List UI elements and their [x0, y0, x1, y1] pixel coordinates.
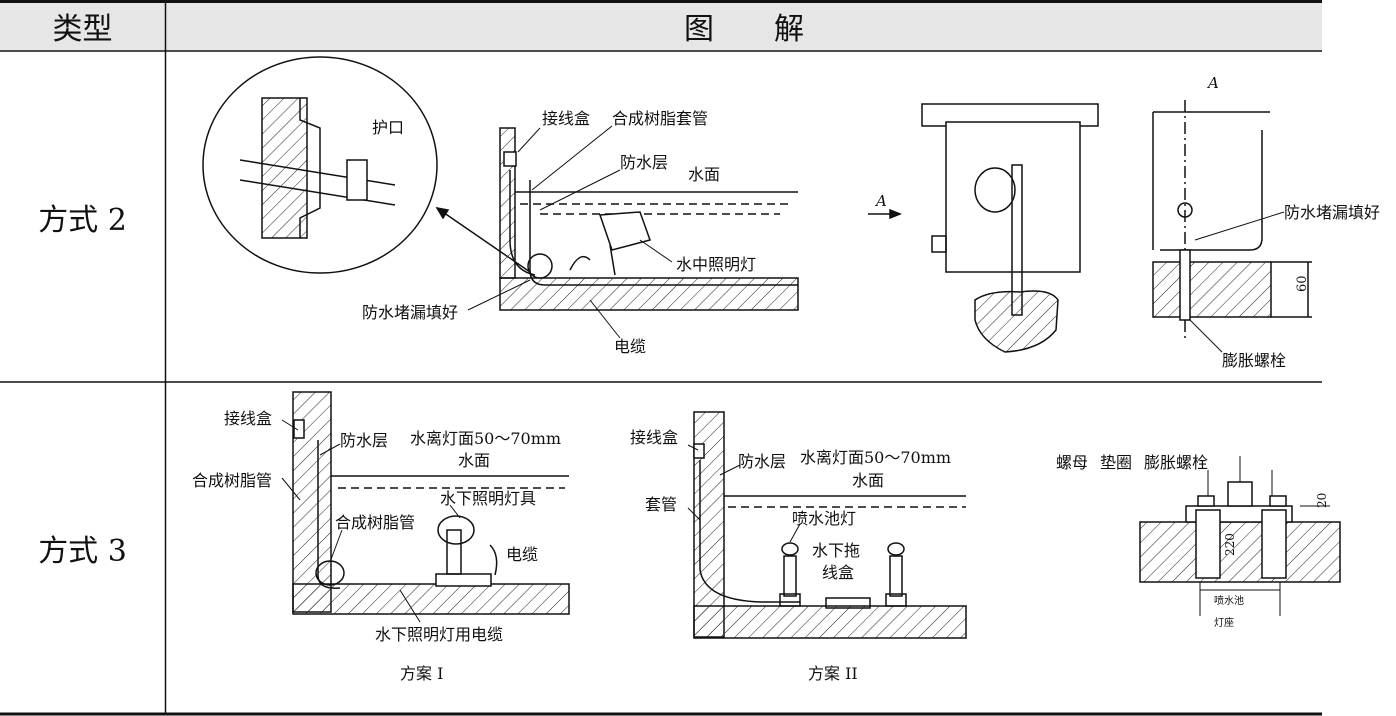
label-waterproof-layer: 防水层: [620, 153, 668, 172]
label-exp-bolt: 膨胀螺栓: [1144, 453, 1208, 472]
label-p2-under-box2: 线盒: [822, 563, 854, 582]
label-s3-junction-box: 接线盒: [224, 409, 272, 428]
label-p2-water-surface: 水面: [852, 471, 884, 490]
label-s3-water-gap: 水离灯面50～70mm: [410, 429, 561, 448]
pool-section-plan2: [693, 411, 967, 639]
header-diagram: 图 解: [166, 2, 1322, 50]
label-dim-20: 20: [1315, 493, 1329, 508]
label-plan2: 方案 II: [808, 664, 858, 683]
label-s3-waterproof: 防水层: [340, 431, 388, 450]
plan1-leaders: [281, 419, 461, 623]
label-foot2: 灯座: [1214, 616, 1234, 629]
label-p2-waterproof: 防水层: [738, 452, 786, 471]
table-grid: [0, 0, 1322, 716]
mode2-leaders: [467, 125, 673, 339]
detail-circle: [202, 56, 531, 274]
bolt-detail: [1139, 456, 1341, 616]
label-p2-junction-box: 接线盒: [630, 428, 678, 447]
label-s3-water-surface: 水面: [458, 451, 490, 470]
row-type-mode2: 方式 2: [38, 203, 127, 238]
label-cable: 电缆: [614, 337, 646, 356]
plan2-leaders: [687, 444, 801, 543]
label-water-surface: 水面: [688, 165, 720, 184]
label-underwater-lamp: 水中照明灯: [676, 255, 756, 274]
diagram-table: 类型 图 解 方式 2 方式 3: [0, 2, 1322, 569]
lamp-front-view: [868, 103, 1099, 353]
label-s3-lamp-fixture: 水下照明灯具: [440, 489, 536, 508]
label-p2-fountain-lamp: 喷水池灯: [792, 509, 856, 528]
label-dim-60: 60: [1295, 275, 1310, 292]
label-s3-resin-pipe: 合成树脂管: [192, 471, 272, 490]
label-view-a: A: [1206, 74, 1219, 92]
label-resin-sleeve: 合成树脂套管: [612, 109, 708, 128]
pool-section-plan1: [292, 391, 570, 615]
label-nut: 螺母: [1056, 453, 1088, 472]
header-type: 类型: [0, 2, 165, 50]
label-junction-box: 接线盒: [542, 109, 590, 128]
label-p2-under-box1: 水下拖: [812, 541, 860, 560]
lamp-side-view: [1152, 100, 1312, 353]
label-foot1: 喷水池: [1214, 594, 1244, 607]
label-arrow-a: A: [874, 192, 887, 210]
label-seal-leak-right: 防水堵漏填好: [1284, 203, 1380, 222]
label-seal-leak: 防水堵漏填好: [362, 303, 458, 322]
row-type-mode3: 方式 3: [38, 534, 127, 569]
label-p2-water-gap: 水离灯面50～70mm: [800, 448, 951, 467]
label-expansion-bolt: 膨胀螺栓: [1222, 351, 1286, 370]
label-p2-sleeve: 套管: [645, 495, 677, 514]
label-s3-cable: 电缆: [506, 545, 538, 564]
label-hukou: 护口: [372, 118, 404, 137]
pool-section-mode2: [499, 127, 799, 311]
label-s3-resin-pipe2: 合成树脂管: [335, 513, 415, 532]
label-washer: 垫圈: [1100, 453, 1132, 472]
label-plan1: 方案 I: [400, 664, 443, 683]
label-dim-220: 220: [1223, 533, 1237, 556]
label-s3-lamp-cable: 水下照明灯用电缆: [375, 625, 503, 644]
